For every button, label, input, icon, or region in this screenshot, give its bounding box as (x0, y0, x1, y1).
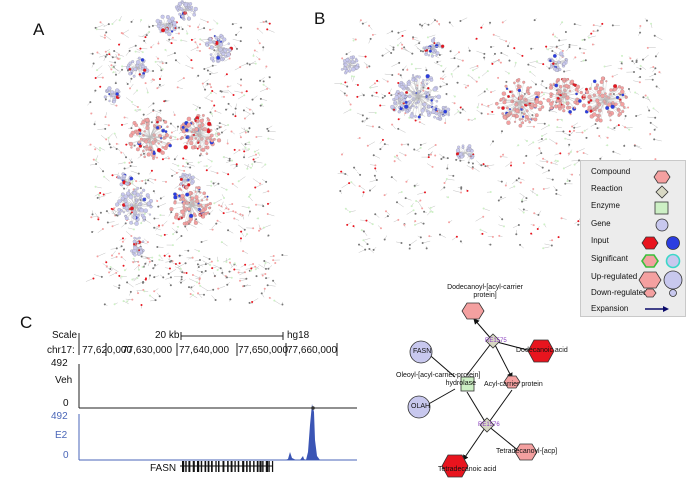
coord-label: 77,660,000 (287, 345, 338, 356)
gene-circle-icon (655, 218, 669, 232)
label-tetradecanoic-acid: Tetradecanoic acid (438, 466, 497, 473)
legend-label-input: Input (591, 236, 609, 245)
scale-value: 20 kb (155, 330, 180, 341)
veh-track-min: 0 (63, 398, 69, 409)
genome-browser-track (78, 332, 360, 472)
gene-name-label: FASN (150, 463, 177, 474)
label-tetradecanoyl-acp: Tetradecanoyl-[acp] (496, 448, 558, 455)
veh-track-max: 492 (51, 358, 68, 369)
compound-hexagon-icon (653, 170, 671, 184)
network-overview-a (85, 0, 288, 309)
up-regulated-compound-icon (638, 271, 662, 289)
chrom-label: chr17: (47, 345, 75, 356)
coord-label: 77,630,000 (122, 345, 173, 356)
label-hydrolase: Oleoyl-[acyl-carrier-protein] hydrolase (396, 372, 481, 387)
legend-box: Compound Reaction Enzyme Gene Input Sign… (580, 160, 686, 317)
legend-label-reaction: Reaction (591, 184, 623, 193)
label-fasn: FASN (413, 348, 432, 355)
legend-symbols (638, 170, 683, 312)
coord-label: 77,640,000 (179, 345, 230, 356)
e2-track-max: 492 (51, 411, 68, 422)
panel-label-b: B (314, 9, 326, 28)
down-regulated-compound-icon (643, 288, 657, 298)
e2-track-name: E2 (55, 430, 68, 441)
input-compound-icon (641, 236, 659, 250)
label-olah: OLAH (411, 403, 431, 410)
label-dodecanoyl-acp: Dodecanoyl-[acyl-carrier protein] (447, 284, 523, 299)
legend-label-significant: Significant (591, 254, 628, 263)
legend-label-compound: Compound (591, 167, 631, 176)
legend-label-enzyme: Enzyme (591, 201, 620, 210)
coord-label: 77,620,000 (82, 345, 133, 356)
up-regulated-gene-icon (663, 270, 683, 290)
e2-signal-peak (285, 404, 360, 460)
label-re1575: RE1575 (485, 338, 507, 344)
label-re1576: RE1576 (478, 422, 500, 428)
panel-label-c: C (20, 313, 33, 332)
fasn-gene-model (180, 461, 274, 472)
significant-compound-icon (641, 254, 659, 268)
label-acyl-carrier-protein: Acyl-carrier protein (484, 381, 543, 388)
coord-label: 77,650,000 (238, 345, 289, 356)
compound-dodecanoyl-acp (461, 302, 485, 320)
down-regulated-gene-icon (669, 289, 677, 297)
significant-gene-icon (665, 253, 681, 269)
label-dodecanoic-acid: Dodecanoic acid (516, 347, 568, 354)
e2-track-min: 0 (63, 450, 69, 461)
panel-label-a: A (33, 20, 45, 39)
reaction-diamond-icon (655, 185, 669, 199)
scale-label: Scale (52, 330, 78, 341)
assembly-label: hg18 (287, 330, 310, 341)
veh-track-name: Veh (55, 375, 73, 386)
legend-label-down-regulated: Down-regulated (591, 288, 648, 297)
legend-label-expansion: Expansion (591, 304, 629, 313)
input-gene-icon (666, 236, 680, 250)
legend-label-up-regulated: Up-regulated (591, 272, 638, 281)
enzyme-square-icon (654, 201, 669, 215)
legend-label-gene: Gene (591, 219, 611, 228)
